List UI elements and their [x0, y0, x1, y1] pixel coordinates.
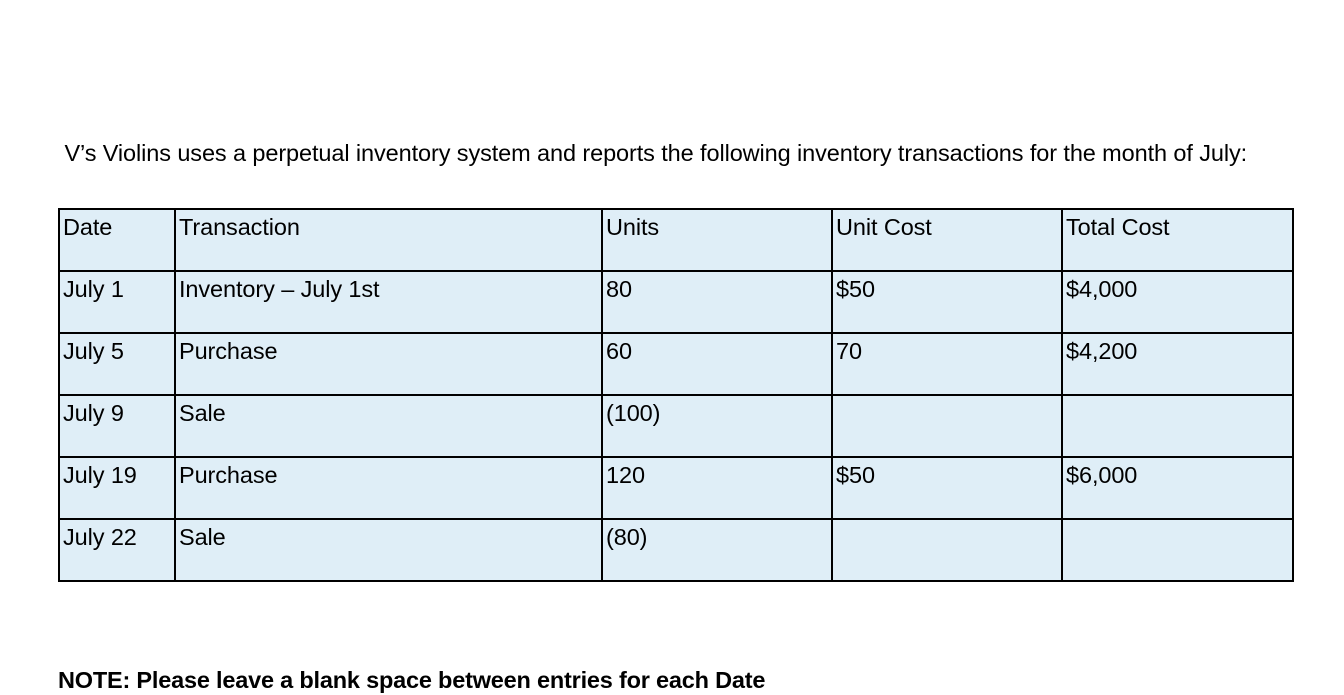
cell-transaction: Sale — [174, 518, 603, 582]
cell-unit-cost — [831, 394, 1063, 458]
table-row: July 5 Purchase 60 70 $4,200 — [58, 332, 1294, 396]
cell-unit-cost: 70 — [831, 332, 1063, 396]
cell-date: July 22 — [58, 518, 176, 582]
cell-units: (80) — [601, 518, 833, 582]
cell-unit-cost: $50 — [831, 270, 1063, 334]
table-row: July 9 Sale (100) — [58, 394, 1294, 458]
intro-paragraph: V’s Violins uses a perpetual inventory s… — [58, 139, 1248, 166]
document-page: V’s Violins uses a perpetual inventory s… — [58, 139, 1294, 693]
cell-total-cost: $6,000 — [1061, 456, 1294, 520]
column-header-unit-cost: Unit Cost — [831, 208, 1063, 272]
note-text: NOTE: Please leave a blank space between… — [58, 666, 766, 693]
cell-transaction: Purchase — [174, 332, 603, 396]
cell-date: July 19 — [58, 456, 176, 520]
cell-total-cost — [1061, 518, 1294, 582]
cell-total-cost: $4,200 — [1061, 332, 1294, 396]
column-header-date: Date — [58, 208, 176, 272]
cell-unit-cost: $50 — [831, 456, 1063, 520]
cell-units: 60 — [601, 332, 833, 396]
cell-date: July 5 — [58, 332, 176, 396]
cell-units: (100) — [601, 394, 833, 458]
cell-units: 80 — [601, 270, 833, 334]
cell-transaction: Sale — [174, 394, 603, 458]
column-header-total-cost: Total Cost — [1061, 208, 1294, 272]
column-header-units: Units — [601, 208, 833, 272]
cell-total-cost — [1061, 394, 1294, 458]
cell-total-cost: $4,000 — [1061, 270, 1294, 334]
cell-date: July 1 — [58, 270, 176, 334]
column-header-transaction: Transaction — [174, 208, 603, 272]
table-row: July 1 Inventory – July 1st 80 $50 $4,00… — [58, 270, 1294, 334]
table-header-row: Date Transaction Units Unit Cost Total C… — [58, 208, 1294, 272]
cell-date: July 9 — [58, 394, 176, 458]
cell-transaction: Purchase — [174, 456, 603, 520]
cell-unit-cost — [831, 518, 1063, 582]
table-row: July 22 Sale (80) — [58, 518, 1294, 582]
inventory-transactions-table: Date Transaction Units Unit Cost Total C… — [58, 208, 1294, 582]
cell-transaction: Inventory – July 1st — [174, 270, 603, 334]
table-row: July 19 Purchase 120 $50 $6,000 — [58, 456, 1294, 520]
cell-units: 120 — [601, 456, 833, 520]
